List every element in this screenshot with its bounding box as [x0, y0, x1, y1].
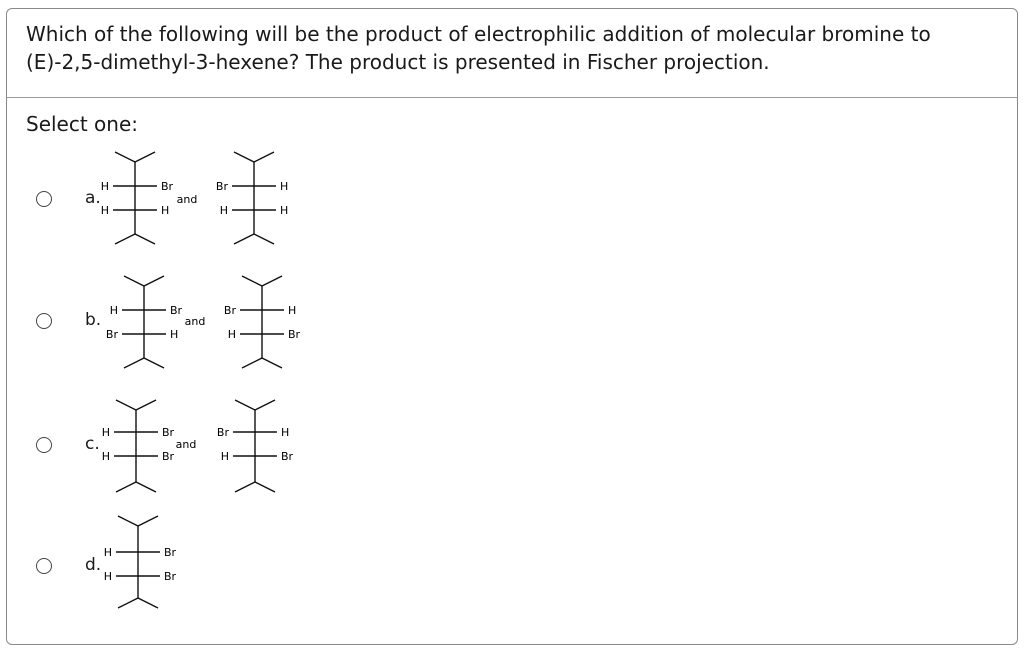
substituent-a1-right-top: Br — [161, 180, 174, 193]
substituent-d1-right-top: Br — [164, 546, 177, 559]
substituent-c2-right-top: H — [281, 426, 289, 439]
substituent-a2-right-bottom: H — [280, 204, 288, 217]
substituent-b2-left-bottom: H — [228, 328, 236, 341]
fischer-figure-c: H Br H Br and Br H H Br — [102, 399, 294, 493]
and-connector-b: and — [185, 315, 206, 328]
substituent-a1-left-top: H — [101, 180, 109, 193]
radio-option-c[interactable] — [36, 437, 52, 453]
fischer-figure-b: H Br Br H and Br H H Br — [106, 275, 301, 369]
fischer-structure-d1: H Br H Br — [104, 515, 177, 609]
fischer-structure-a2: Br H H H — [216, 151, 288, 245]
radio-option-b[interactable] — [36, 313, 52, 329]
question-line-1: Which of the following will be the produ… — [26, 22, 931, 46]
option-d[interactable]: d. H Br H Br — [0, 510, 1020, 630]
substituent-b2-left-top: Br — [224, 304, 237, 317]
substituent-a1-right-bottom: H — [161, 204, 169, 217]
substituent-c2-right-bottom: Br — [281, 450, 294, 463]
and-connector-c: and — [176, 438, 197, 451]
fischer-structure-c1: H Br H Br — [102, 399, 175, 493]
substituent-c1-right-bottom: Br — [162, 450, 175, 463]
substituent-b1-right-bottom: H — [170, 328, 178, 341]
substituent-c2-left-bottom: H — [221, 450, 229, 463]
option-c-letter: c. — [85, 434, 100, 454]
substituent-a2-left-top: Br — [216, 180, 229, 193]
substituent-c1-left-bottom: H — [102, 450, 110, 463]
option-b[interactable]: b. H Br Br H and Br H H Br — [0, 262, 1020, 382]
substituent-b2-right-bottom: Br — [288, 328, 301, 341]
question-line-2: (E)-2,5-dimethyl-3-hexene? The product i… — [26, 50, 770, 74]
substituent-b1-left-bottom: Br — [106, 328, 119, 341]
fischer-structure-a1: H Br H H — [101, 151, 174, 245]
substituent-d1-right-bottom: Br — [164, 570, 177, 583]
fischer-figure-a: H Br H H and Br H H H — [101, 151, 288, 245]
substituent-d1-left-bottom: H — [104, 570, 112, 583]
option-b-letter: b. — [85, 310, 102, 330]
substituent-a2-right-top: H — [280, 180, 288, 193]
question-text: Which of the following will be the produ… — [26, 20, 986, 76]
substituent-c2-left-top: Br — [217, 426, 230, 439]
substituent-c1-right-top: Br — [162, 426, 175, 439]
option-a-letter: a. — [85, 188, 101, 208]
fischer-structure-b1: H Br Br H — [106, 275, 183, 369]
and-connector-a: and — [177, 193, 198, 206]
fischer-structure-c2: Br H H Br — [217, 399, 294, 493]
substituent-c1-left-top: H — [102, 426, 110, 439]
fischer-figure-d: H Br H Br — [104, 515, 177, 609]
substituent-b1-left-top: H — [110, 304, 118, 317]
substituent-d1-left-top: H — [104, 546, 112, 559]
fischer-structure-b2: Br H H Br — [224, 275, 301, 369]
radio-option-d[interactable] — [36, 558, 52, 574]
substituent-b1-right-top: Br — [170, 304, 183, 317]
radio-option-a[interactable] — [36, 191, 52, 207]
divider — [7, 97, 1017, 98]
substituent-a2-left-bottom: H — [220, 204, 228, 217]
substituent-b2-right-top: H — [288, 304, 296, 317]
option-c[interactable]: c. H Br H Br and Br H H Br — [0, 386, 1020, 506]
option-a[interactable]: a. H Br H H and Br H H H — [0, 138, 1020, 258]
option-d-letter: d. — [85, 555, 102, 575]
select-one-label: Select one: — [26, 112, 139, 136]
substituent-a1-left-bottom: H — [101, 204, 109, 217]
question-card — [6, 8, 1018, 645]
